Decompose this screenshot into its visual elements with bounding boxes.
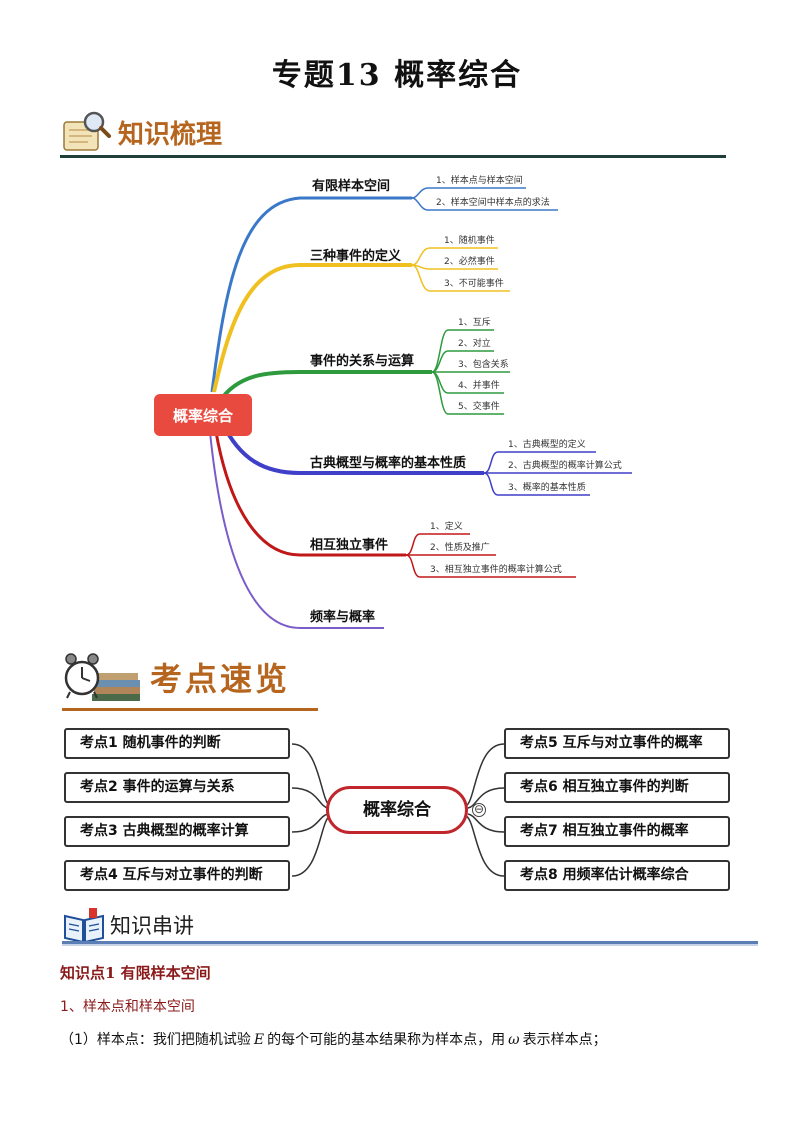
branch-label: 相互独立事件 xyxy=(310,537,388,553)
exam-point-box: 考点4 互斥与对立事件的判断 xyxy=(64,860,290,891)
branch-item: 2、古典概型的概率计算公式 xyxy=(508,459,622,471)
math-symbol: ω xyxy=(508,1032,520,1048)
branch-item: 2、对立 xyxy=(458,337,491,349)
branch-item: 1、随机事件 xyxy=(444,234,495,246)
section-header-lecture: 知识串讲 xyxy=(62,906,194,944)
alarm-clock-books-icon xyxy=(64,653,140,701)
open-book-icon xyxy=(64,908,104,944)
section-divider xyxy=(62,708,318,711)
section-divider xyxy=(60,155,726,158)
magnifier-notebook-icon xyxy=(63,111,111,151)
paragraph-text: 的每个可能的基本结果称为样本点，用 xyxy=(267,1032,506,1048)
exam-point-box: 考点7 相互独立事件的概率 xyxy=(504,816,730,847)
branch-curve xyxy=(209,431,384,629)
mindmap-center-label: 概率综合 xyxy=(173,407,234,425)
paragraph-text: （1）样本点：我们把随机试验 xyxy=(60,1032,251,1048)
branch-label: 古典概型与概率的基本性质 xyxy=(310,455,466,471)
branch-item: 2、性质及推广 xyxy=(430,541,490,553)
branch-item: 1、定义 xyxy=(430,520,463,532)
section-header-exam-points: 考点速览 xyxy=(62,650,290,704)
knowledge-mindmap: 概率综合 有限样本空间 三种事件的定义 事件的关系与运算 古典概型与概率的基本性… xyxy=(154,174,632,629)
section-title: 知识梳理 xyxy=(118,119,223,150)
branch-item: 2、必然事件 xyxy=(444,255,495,267)
section-title: 知识串讲 xyxy=(110,914,194,938)
branch-curve xyxy=(210,196,412,393)
branch-label: 三种事件的定义 xyxy=(310,248,402,264)
math-symbol: E xyxy=(253,1032,265,1048)
subsection-title: 1、样本点和样本空间 xyxy=(60,999,195,1015)
paragraph-text: 表示样本点； xyxy=(522,1032,607,1048)
branch-item: 4、并事件 xyxy=(458,379,500,391)
branch-item: 1、互斥 xyxy=(458,316,491,328)
page-title: 专题13 概率综合 xyxy=(271,58,523,93)
exam-point-box: 考点1 随机事件的判断 xyxy=(64,728,290,759)
exam-point-box: 考点2 事件的运算与关系 xyxy=(64,772,290,803)
exam-point-box: 考点6 相互独立事件的判断 xyxy=(504,772,730,803)
branch-label: 事件的关系与运算 xyxy=(310,353,414,369)
exam-point-box: 考点8 用频率估计概率综合 xyxy=(504,860,730,891)
knowledge-point-title: 知识点1 有限样本空间 xyxy=(60,964,211,982)
section-divider xyxy=(62,941,758,944)
branch-item: 1、古典概型的定义 xyxy=(508,438,586,450)
branch-label: 频率与概率 xyxy=(310,609,375,625)
exam-points-center-node: 概率综合 xyxy=(326,786,468,834)
exam-point-box: 考点3 古典概型的概率计算 xyxy=(64,816,290,847)
collapse-icon[interactable]: ⊖ xyxy=(472,802,486,817)
branch-item: 3、相互独立事件的概率计算公式 xyxy=(430,563,562,575)
branch-curve xyxy=(212,263,412,393)
branch-item: 5、交事件 xyxy=(458,400,500,412)
branch-item: 3、包含关系 xyxy=(458,358,509,370)
section-title: 考点速览 xyxy=(150,660,291,698)
section-header-knowledge: 知识梳理 xyxy=(60,108,222,156)
branch-curve xyxy=(214,431,406,557)
branch-label: 有限样本空间 xyxy=(312,178,390,194)
mindmap-center-node xyxy=(154,394,252,436)
branch-item: 2、样本空间中样本点的求法 xyxy=(436,196,550,208)
section-divider xyxy=(62,944,758,946)
branch-item: 3、概率的基本性质 xyxy=(508,481,586,493)
exam-point-box: 考点5 互斥与对立事件的概率 xyxy=(504,728,730,759)
branch-curve xyxy=(220,370,432,400)
branch-item: 3、不可能事件 xyxy=(444,277,504,289)
branch-item: 1、样本点与样本空间 xyxy=(436,174,523,186)
